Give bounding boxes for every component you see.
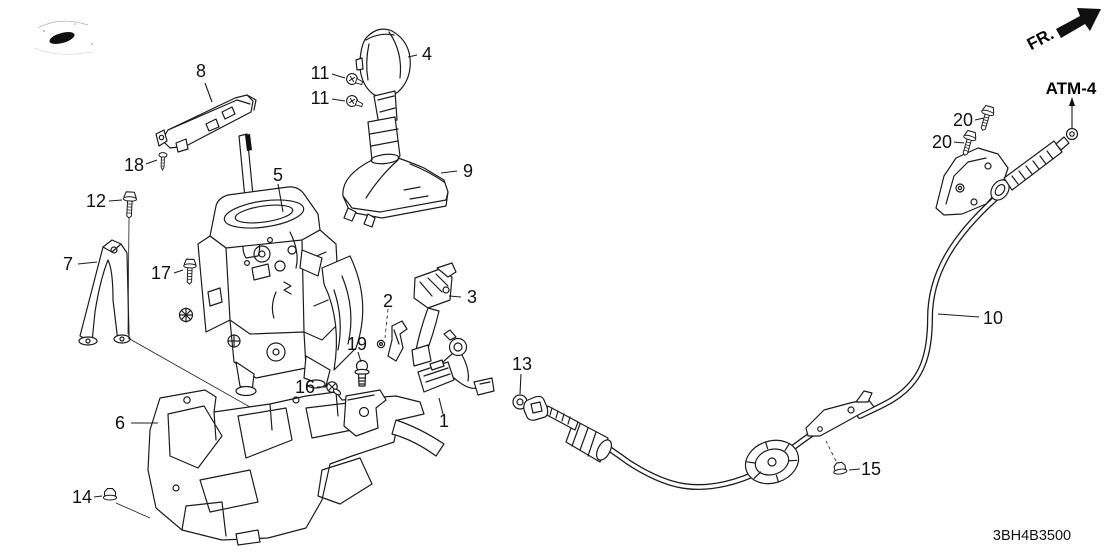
callout-14: 14 [72,487,92,507]
alignment-line-2 [384,308,389,339]
cable-end-rod [523,395,612,463]
leader-8 [204,82,213,103]
cable-mid-bracket [805,390,875,437]
leader-10 [937,313,980,318]
callout-2: 2 [383,291,393,311]
corner-smudge [33,20,93,55]
callout-11a: 11 [311,63,330,83]
part-11-screw-bottom [345,94,365,110]
alignment-line-12 [127,217,130,335]
part-12-bolt [121,191,138,219]
leader-3 [448,295,462,298]
callout-3: 3 [467,287,477,307]
leader-4 [407,54,418,58]
atm4-label: ATM-4 [1046,79,1097,98]
part-18-screw [157,151,168,171]
fr-label: FR. [1024,24,1057,54]
leader-20b [953,141,965,144]
callout-15: 15 [861,459,881,479]
part-20-bolt-top [976,104,997,133]
part-16-clip [326,381,342,396]
callout-10: 10 [983,308,1003,328]
part-10-control-cable [523,127,1079,491]
cable-grommet-disc [744,439,800,485]
leader-14 [93,495,103,498]
part-17-bolt [182,258,197,285]
leader-11a [331,73,346,79]
leader-5 [277,183,284,213]
part-4-shift-knob [355,28,411,134]
callout-6: 6 [115,413,125,433]
fr-arrow-icon [1056,8,1101,38]
callout-20b: 20 [932,132,952,152]
leader-7 [77,261,98,265]
leader-lines [77,54,985,498]
leader-13 [519,373,522,395]
callout-12: 12 [86,191,106,211]
part-6-base-bracket [147,389,445,546]
leader-15 [848,468,861,471]
part-14-nut [102,488,118,501]
leader-19 [357,351,362,363]
fr-direction: FR. [1024,8,1101,54]
part-19-bolt [354,359,370,387]
callout-9: 9 [463,161,473,181]
part-9-boot [342,116,449,228]
leader-1 [438,397,444,415]
atm4-reference: ATM-4 [1046,79,1097,128]
leader-18 [145,159,158,165]
atm4-arrowhead-icon [1069,97,1075,106]
part-7-stand-bracket [78,239,131,346]
callout-1: 1 [439,411,449,431]
callout-13: 13 [512,354,532,374]
shift-lever-assembly [178,186,364,397]
callout-16: 16 [295,377,315,397]
callout-8: 8 [196,61,206,81]
part-8-bracket [155,94,257,153]
callout-4: 4 [422,44,432,64]
callout-17: 17 [151,263,171,283]
leader-11b [331,98,346,102]
cable-threaded-end [1003,127,1079,191]
callout-11b: 11 [311,88,330,108]
leader-17 [173,269,184,274]
alignment-line-14 [115,502,151,519]
leader-9 [440,170,458,174]
alignment-line-15 [825,440,837,462]
diagram-code: 3BH4B3500 [993,528,1071,544]
leader-12 [108,199,123,202]
callout-20a: 20 [953,110,973,130]
part-1-wire-harness [417,329,495,396]
part-3-solenoid [411,262,457,367]
part-15-nut [832,461,848,476]
callout-7: 7 [63,254,73,274]
callout-labels: 8 11 11 4 18 12 5 9 7 17 2 3 19 16 13 6 … [63,44,1003,507]
callout-5: 5 [273,165,283,185]
mount-bracket-small [343,389,387,437]
cable-top-bracket [935,147,1010,216]
leader-20a [974,117,985,121]
callout-18: 18 [124,155,144,175]
callout-19: 19 [347,334,367,354]
part-2-lever [376,320,408,362]
